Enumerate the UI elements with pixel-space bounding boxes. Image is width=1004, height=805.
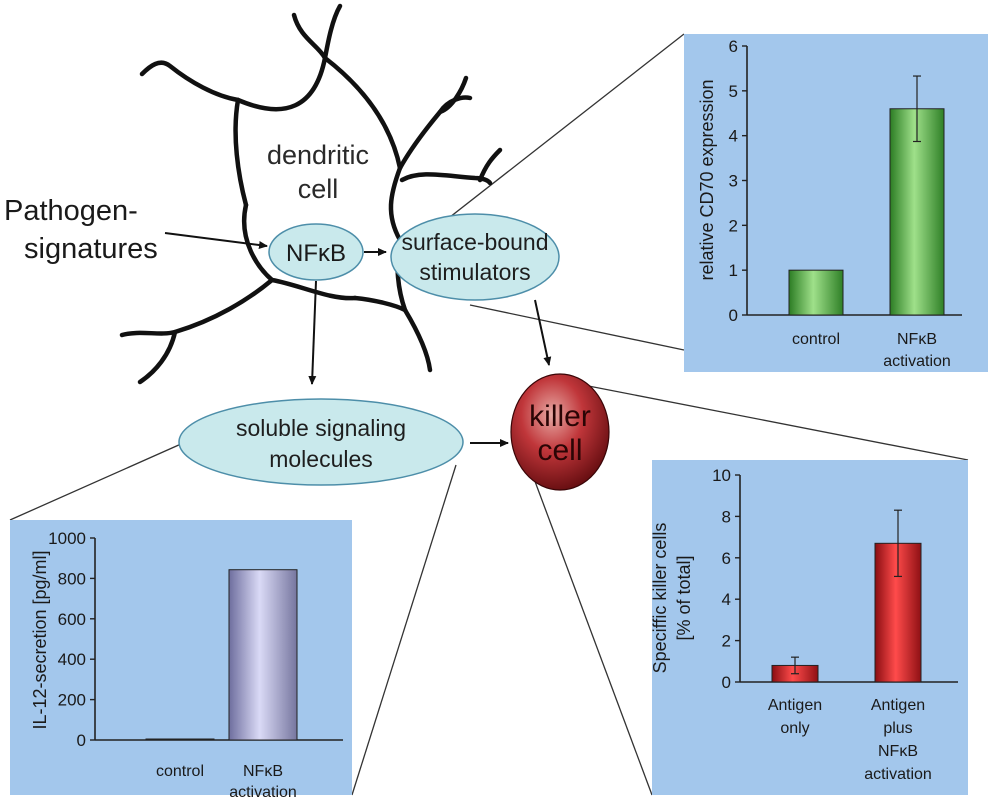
y-tick-label: 10 bbox=[712, 466, 731, 485]
y-axis-title: Speciffic killer cells bbox=[650, 523, 670, 674]
y-tick-label: 2 bbox=[722, 632, 731, 651]
dendritic-cell-label: cell bbox=[298, 174, 339, 204]
bar bbox=[788, 269, 844, 316]
y-axis-title: relative CD70 expression bbox=[697, 79, 717, 280]
bar bbox=[228, 569, 298, 741]
y-tick-label: 1 bbox=[729, 261, 738, 280]
y-tick-label: 6 bbox=[729, 37, 738, 56]
y-tick-label: 6 bbox=[722, 549, 731, 568]
category-label: control bbox=[792, 331, 840, 348]
arrow-pathogen-to-nfkb bbox=[164, 232, 268, 249]
surface-stimulators-ellipse bbox=[390, 213, 560, 301]
y-tick-label: 0 bbox=[722, 673, 731, 692]
killer-cell-label: killer bbox=[529, 400, 591, 433]
category-label: activation bbox=[229, 784, 297, 801]
category-label: activation bbox=[883, 353, 951, 370]
arrow-surface-to-killer bbox=[534, 299, 552, 366]
surface-stimulators-label: surface-bound bbox=[401, 229, 548, 255]
category-label: NFκB bbox=[878, 743, 918, 760]
connector-line bbox=[567, 381, 969, 461]
category-label: Antigen bbox=[871, 697, 925, 714]
category-label: Antigen bbox=[768, 697, 822, 714]
soluble-molecules-ellipse bbox=[178, 398, 464, 486]
y-tick-label: 3 bbox=[729, 172, 738, 191]
pathogen-signatures-label: Pathogen- bbox=[4, 195, 138, 227]
flow-arrows bbox=[164, 232, 552, 447]
y-tick-label: 0 bbox=[77, 731, 86, 750]
category-label: activation bbox=[864, 766, 932, 783]
y-tick-label: 400 bbox=[58, 650, 86, 669]
soluble-molecules-label: soluble signaling bbox=[236, 415, 406, 441]
y-tick-label: 600 bbox=[58, 610, 86, 629]
category-label: plus bbox=[883, 720, 912, 737]
category-label: only bbox=[780, 720, 809, 737]
y-tick-label: 2 bbox=[729, 216, 738, 235]
killer-cell-sphere bbox=[510, 373, 610, 491]
y-tick-label: 1000 bbox=[48, 529, 86, 548]
arrow-nfkb-to-soluble bbox=[308, 280, 317, 385]
soluble-molecules-bubble: soluble signaling molecules bbox=[178, 398, 464, 486]
y-axis-title: IL-12-secretion [pg/ml] bbox=[30, 550, 50, 729]
surface-stimulators-bubble: surface-bound stimulators bbox=[390, 213, 560, 301]
surface-stimulators-label: stimulators bbox=[419, 259, 530, 285]
category-label: NFκB bbox=[897, 331, 937, 348]
connector-line bbox=[529, 467, 653, 796]
zoom-connector-lines bbox=[9, 33, 969, 796]
connector-line bbox=[351, 464, 457, 796]
y-tick-label: 0 bbox=[729, 306, 738, 325]
nfkb-label: NFκB bbox=[286, 240, 346, 267]
nfkb-bubble: NFκB bbox=[268, 223, 364, 281]
soluble-molecules-label: molecules bbox=[269, 446, 373, 472]
category-label: NFκB bbox=[243, 763, 283, 780]
killer-cell-label: cell bbox=[537, 434, 582, 467]
category-label: control bbox=[156, 763, 204, 780]
pathogen-signatures-label: signatures bbox=[24, 233, 158, 265]
bar bbox=[889, 108, 945, 316]
dendritic-cell-label: dendritic bbox=[267, 140, 369, 170]
y-tick-label: 4 bbox=[722, 590, 731, 609]
cd70-chart-panel: 0 1 2 3 4 5 6 relative CD70 expression control NF… bbox=[684, 34, 988, 372]
y-tick-label: 200 bbox=[58, 691, 86, 710]
connector-line bbox=[469, 304, 685, 351]
y-tick-label: 4 bbox=[729, 127, 738, 146]
y-axis-title: [% of total] bbox=[674, 555, 694, 640]
y-tick-label: 5 bbox=[729, 82, 738, 101]
y-tick-label: 800 bbox=[58, 569, 86, 588]
y-tick-label: 8 bbox=[722, 507, 731, 526]
connector-line bbox=[9, 439, 191, 521]
bar bbox=[145, 738, 215, 741]
nfkb-ellipse bbox=[268, 223, 364, 281]
killer-cell: killer cell bbox=[510, 373, 610, 491]
